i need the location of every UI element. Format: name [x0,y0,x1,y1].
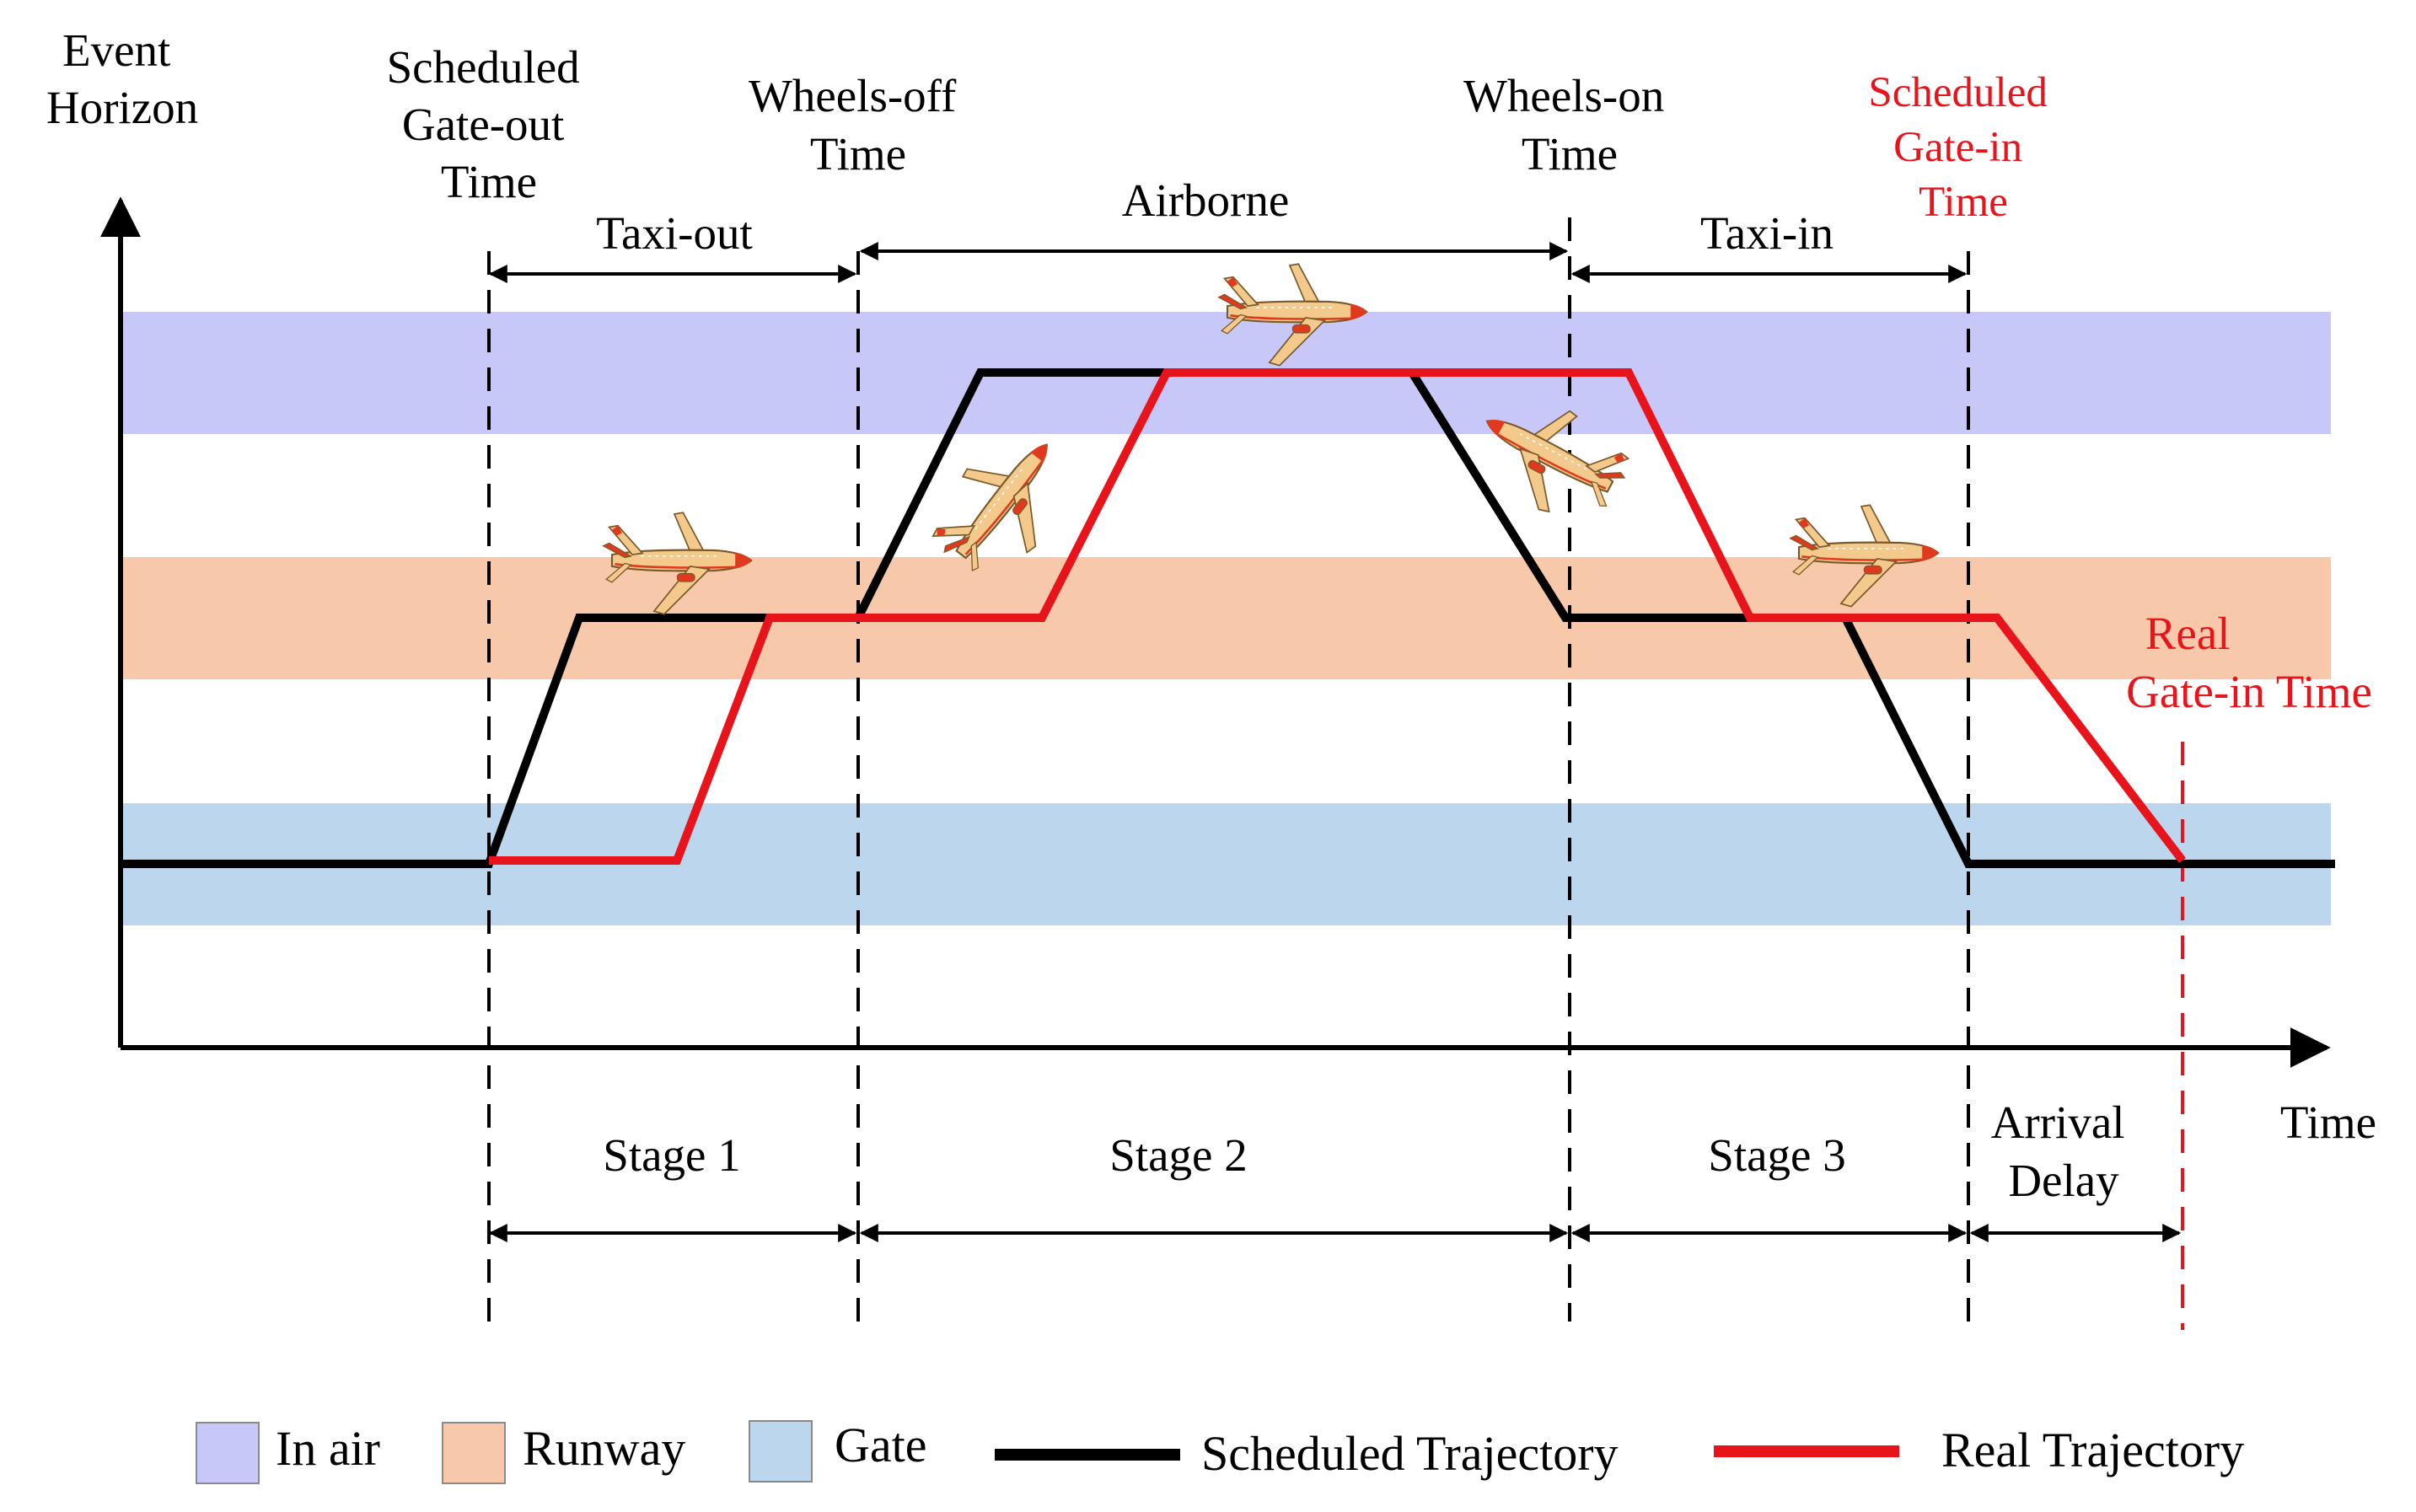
legend-gate-label: Gate [835,1418,927,1472]
arrival-delay-label: Arrival Delay [1991,1096,2137,1206]
legend-runway-swatch [442,1422,506,1484]
taxi-in-label: Taxi-in [1700,207,1833,259]
gate-out-label: Scheduled Gate-out Time [387,41,592,207]
legend-real-label: Real Trajectory [1941,1423,2244,1477]
x-axis-label: Time [2280,1096,2376,1148]
legend: In air Runway Gate Scheduled Trajectory … [196,1418,2244,1484]
y-axis-label: Event Horizon [46,24,198,133]
wheels-off-label: Wheels-off Time [749,70,968,180]
wheels-on-label: Wheels-on Time [1463,70,1676,180]
stage1-label: Stage 1 [603,1129,740,1181]
airborne-label: Airborne [1122,174,1290,226]
stage3-label: Stage 3 [1708,1129,1845,1181]
legend-scheduled-label: Scheduled Trajectory [1201,1426,1619,1481]
legend-gate-swatch [749,1420,813,1483]
sched-gate-in-label: Scheduled Gate-in Time [1868,69,2058,226]
taxi-out-label: Taxi-out [596,207,753,259]
stage2-label: Stage 2 [1109,1129,1247,1181]
legend-in-air-label: In air [276,1421,380,1476]
real-gate-in-label: Real Gate-in Time [2126,608,2372,717]
real-trajectory [489,368,2186,865]
legend-in-air-swatch [196,1422,260,1484]
legend-runway-label: Runway [523,1421,685,1476]
